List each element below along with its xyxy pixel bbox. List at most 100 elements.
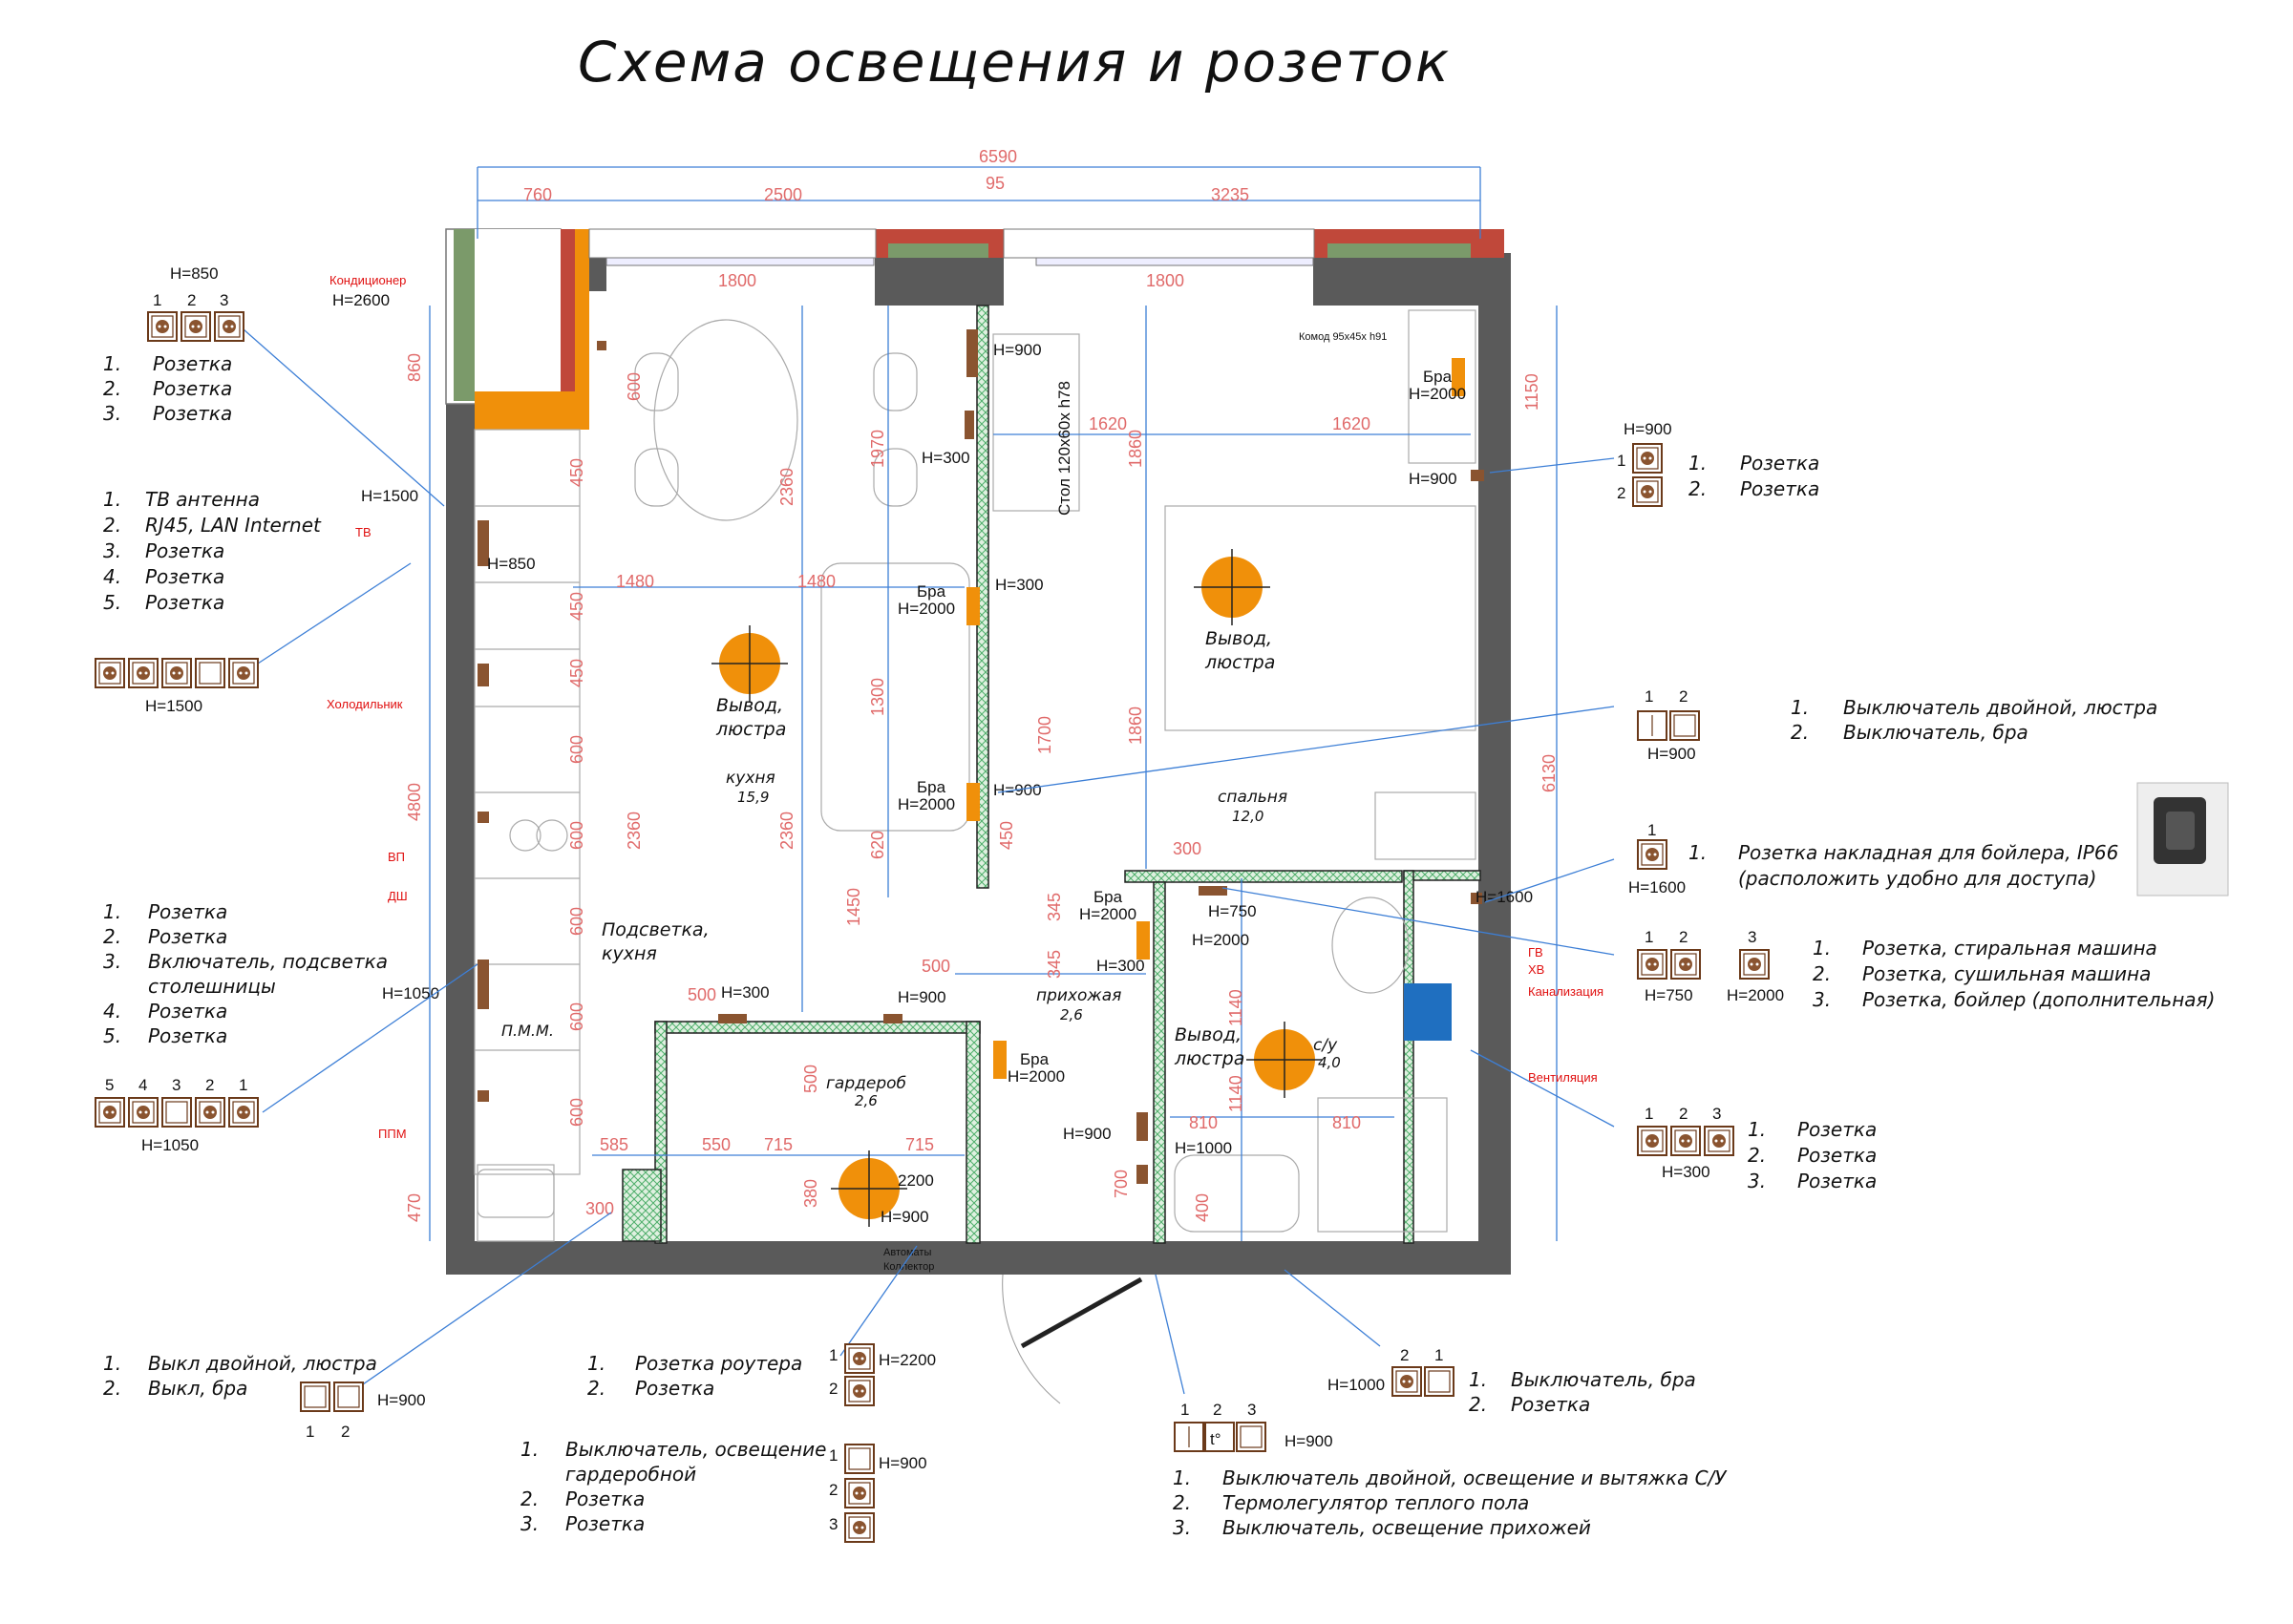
svg-text:Розетка: Розетка — [565, 1512, 645, 1535]
svg-text:1450: 1450 — [844, 888, 863, 926]
svg-text:3.: 3. — [1173, 1516, 1191, 1539]
svg-text:1.: 1. — [1469, 1368, 1487, 1391]
svg-text:кухня: кухня — [602, 943, 657, 964]
svg-text:Розетка: Розетка — [145, 591, 224, 614]
svg-text:1620: 1620 — [1089, 414, 1127, 433]
svg-text:1: 1 — [829, 1446, 838, 1465]
svg-text:Розетка, сушильная машина: Розетка, сушильная машина — [1862, 962, 2151, 985]
svg-text:5: 5 — [105, 1076, 114, 1094]
svg-text:ВП: ВП — [388, 850, 405, 864]
svg-text:Розетка роутера: Розетка роутера — [635, 1352, 802, 1375]
legend-bra-switch: 2 1 H=1000 1.Выключатель, бра 2.Розетка — [1327, 1346, 1696, 1416]
svg-text:1: 1 — [829, 1346, 838, 1364]
svg-text:Холодильник: Холодильник — [327, 697, 403, 711]
svg-text:2200: 2200 — [898, 1171, 934, 1190]
svg-text:1480: 1480 — [616, 572, 654, 591]
svg-text:Розетка, стиральная машина: Розетка, стиральная машина — [1862, 937, 2157, 960]
svg-text:H=900: H=900 — [898, 988, 946, 1006]
svg-text:H=900: H=900 — [1624, 420, 1672, 438]
svg-text:Розетка: Розетка — [565, 1487, 645, 1510]
red-tags: Кондиционер ТВ Холодильник ВП ДШ ППМ ГВ … — [327, 273, 1603, 1141]
svg-text:450: 450 — [567, 592, 586, 621]
svg-text:4.: 4. — [103, 565, 121, 588]
legend-wardrobe: 1.Выключатель, освещение гардеробной 2.Р… — [520, 1438, 927, 1543]
svg-text:1.: 1. — [103, 488, 121, 511]
svg-text:2: 2 — [829, 1380, 838, 1398]
svg-text:H=1050: H=1050 — [382, 984, 439, 1002]
svg-text:H=1050: H=1050 — [141, 1136, 199, 1154]
fixture-labels: Вывод, люстра Вывод, люстра Вывод, люстр… — [501, 331, 1387, 1273]
svg-text:3.: 3. — [1813, 988, 1831, 1011]
svg-text:3.: 3. — [1748, 1170, 1766, 1192]
svg-text:1: 1 — [239, 1076, 247, 1094]
svg-text:550: 550 — [702, 1135, 731, 1154]
svg-text:2: 2 — [187, 291, 196, 309]
dimension-labels: 6590 760 2500 95 3235 1800 1800 860 4800… — [405, 147, 1559, 1222]
svg-text:1.: 1. — [1791, 696, 1809, 719]
svg-text:1.: 1. — [103, 900, 121, 923]
svg-text:3: 3 — [220, 291, 228, 309]
svg-text:кухня: кухня — [726, 769, 775, 788]
svg-text:Бра: Бра — [917, 778, 946, 796]
svg-text:Выключатель двойной, люстра: Выключатель двойной, люстра — [1843, 696, 2157, 719]
svg-text:1860: 1860 — [1126, 430, 1145, 468]
svg-text:1.: 1. — [587, 1352, 605, 1375]
svg-text:1140: 1140 — [1226, 1075, 1245, 1112]
svg-text:Розетка: Розетка — [1797, 1144, 1877, 1167]
svg-text:Автоматы: Автоматы — [883, 1247, 931, 1258]
svg-text:Розетка: Розетка — [148, 1000, 227, 1023]
svg-text:2.: 2. — [103, 1377, 121, 1400]
room-labels: кухня 15,9 спальня 12,0 прихожая 2,6 гар… — [726, 769, 1341, 1109]
svg-text:Вентиляция: Вентиляция — [1528, 1070, 1598, 1085]
svg-text:H=900: H=900 — [881, 1208, 929, 1226]
svg-text:6130: 6130 — [1539, 754, 1559, 792]
svg-text:Розетка: Розетка — [153, 402, 232, 425]
plan-sockets — [478, 329, 1484, 1184]
svg-text:люстра: люстра — [1204, 652, 1275, 673]
svg-text:1: 1 — [1645, 687, 1653, 706]
svg-text:2: 2 — [1400, 1346, 1409, 1364]
legend-tv: 1.ТВ антенна 2.RJ45, LAN Internet 3.Розе… — [95, 488, 322, 715]
svg-text:Розетка: Розетка — [1740, 477, 1819, 500]
svg-text:H=2000: H=2000 — [1409, 385, 1466, 403]
svg-text:1: 1 — [306, 1423, 314, 1441]
dimension-lines — [429, 166, 1558, 1241]
svg-text:3235: 3235 — [1211, 185, 1249, 204]
svg-text:Выкл, бра: Выкл, бра — [148, 1377, 247, 1400]
furniture — [474, 309, 1476, 1242]
svg-text:1.: 1. — [1748, 1118, 1766, 1141]
svg-text:3.: 3. — [103, 539, 121, 562]
svg-text:Бра: Бра — [1020, 1050, 1050, 1068]
svg-text:2.: 2. — [587, 1377, 605, 1400]
svg-text:2: 2 — [1617, 484, 1625, 502]
svg-text:Выключатель, бра: Выключатель, бра — [1511, 1368, 1696, 1391]
svg-text:400: 400 — [1193, 1193, 1212, 1222]
svg-text:с/у: с/у — [1313, 1036, 1338, 1055]
svg-text:620: 620 — [868, 831, 887, 859]
legend-washer: 1 2 3 H=750 H=2000 1.Розетка, стиральная… — [1637, 928, 2215, 1011]
svg-text:Включатель, подсветка: Включатель, подсветка — [148, 950, 388, 973]
svg-text:600: 600 — [567, 821, 586, 850]
svg-text:H=850: H=850 — [487, 555, 536, 573]
svg-text:ХВ: ХВ — [1528, 962, 1544, 977]
svg-text:2.: 2. — [1748, 1144, 1766, 1167]
svg-text:Бра: Бра — [1423, 368, 1453, 386]
svg-text:Бра: Бра — [917, 582, 946, 601]
svg-text:H=750: H=750 — [1645, 986, 1693, 1004]
svg-text:715: 715 — [905, 1135, 934, 1154]
svg-text:300: 300 — [1173, 839, 1201, 858]
svg-text:2: 2 — [1213, 1401, 1221, 1419]
svg-text:H=2000: H=2000 — [898, 795, 955, 813]
svg-text:585: 585 — [600, 1135, 628, 1154]
svg-text:1700: 1700 — [1035, 716, 1054, 754]
svg-text:(расположить удобно для доступ: (расположить удобно для доступа) — [1738, 867, 2096, 890]
svg-text:1: 1 — [1617, 452, 1625, 470]
svg-text:12,0: 12,0 — [1232, 808, 1263, 825]
walls — [445, 228, 1511, 1275]
svg-text:ДШ: ДШ — [388, 889, 408, 903]
svg-text:1800: 1800 — [1146, 271, 1184, 290]
svg-text:2.: 2. — [520, 1487, 539, 1510]
svg-text:600: 600 — [567, 1098, 586, 1127]
svg-text:Розетка: Розетка — [148, 900, 227, 923]
